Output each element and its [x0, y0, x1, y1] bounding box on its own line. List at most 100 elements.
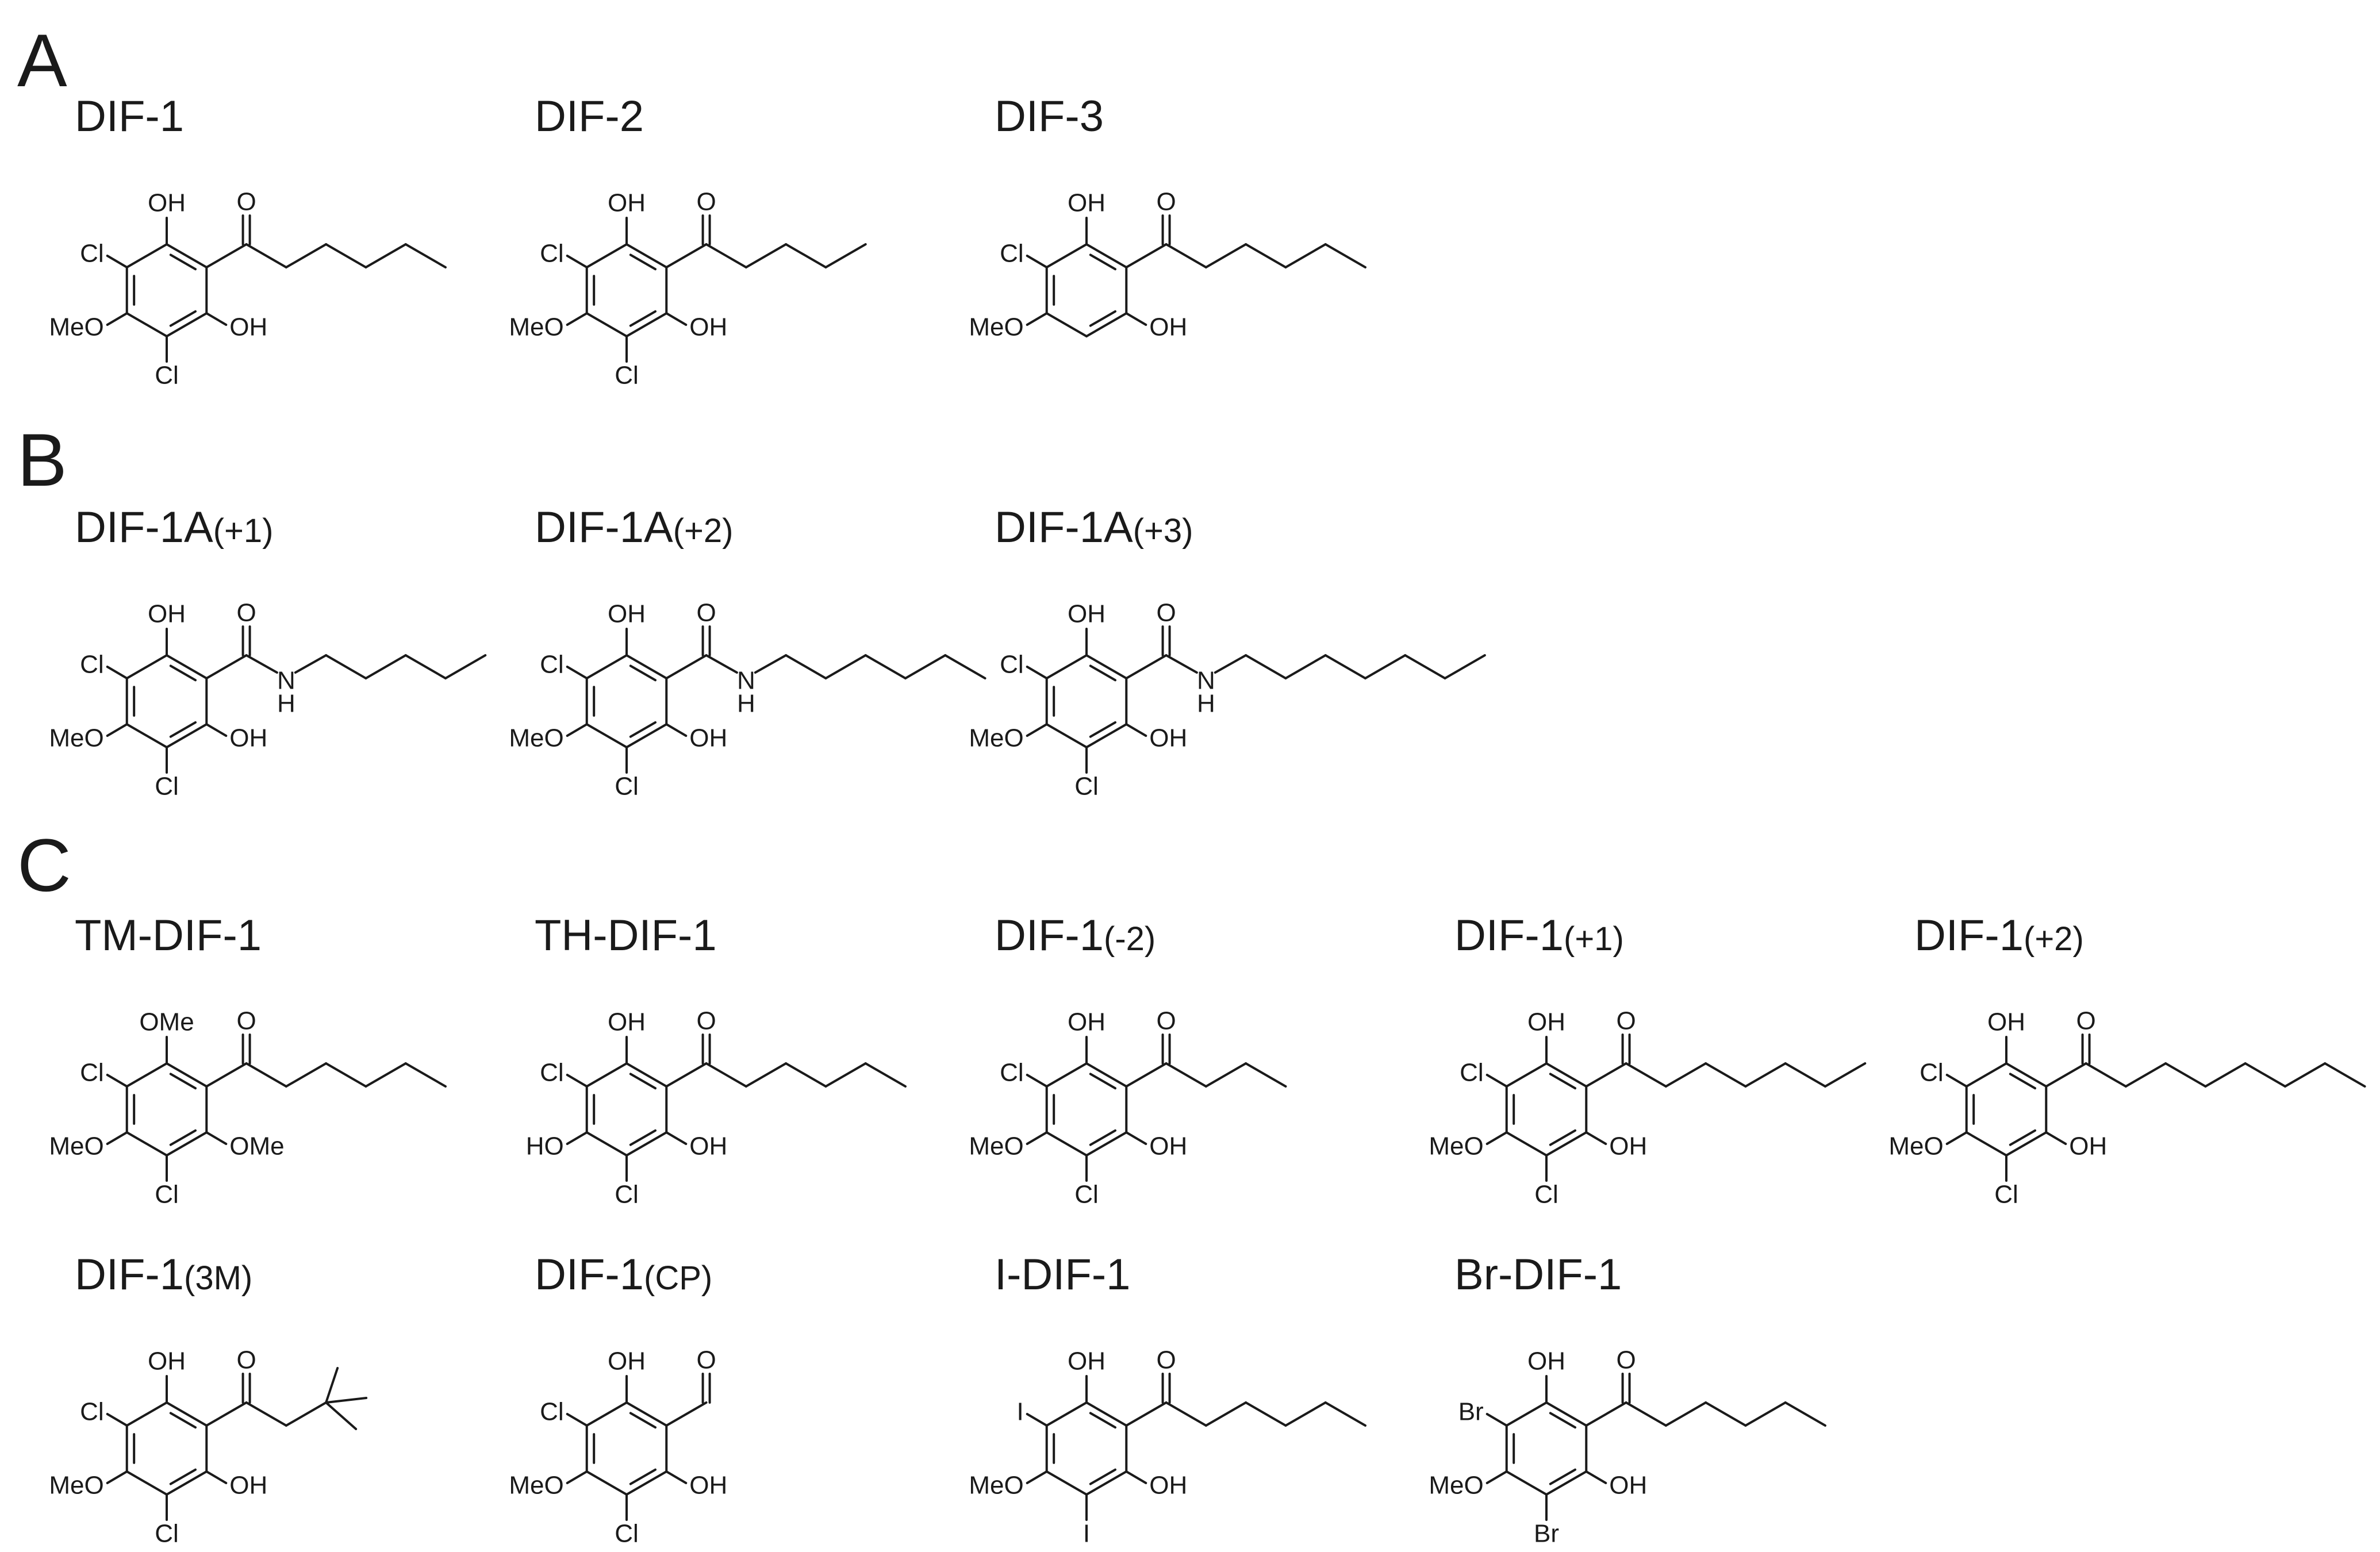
ring-double-bond — [1089, 253, 1116, 271]
compound-name: DIF-3 — [995, 95, 1104, 139]
label-bottom: Cl — [1074, 773, 1099, 801]
ring-double-bond — [1089, 1073, 1116, 1090]
ring-double-bond — [629, 1468, 657, 1485]
label-left-bottom: MeO — [49, 1472, 103, 1500]
substituent-bond — [106, 255, 128, 268]
label-bottom: Cl — [1534, 1181, 1558, 1209]
ring-bond — [125, 1470, 168, 1496]
ring-double-bond — [629, 253, 657, 271]
ring-double-bond — [1089, 721, 1116, 738]
substituent-bond — [1945, 1074, 1968, 1088]
label-carbonyl-oxygen: O — [1156, 188, 1176, 216]
ring-bond — [1965, 1062, 2007, 1088]
compound-name-base: TM-DIF-1 — [75, 911, 262, 960]
chain-bond — [205, 243, 248, 268]
label-bottom: Cl — [615, 362, 639, 390]
compound-name-base: DIF-1 — [995, 911, 1104, 960]
ring-double-bond — [169, 1468, 197, 1485]
ring-double-bond — [1549, 1073, 1576, 1090]
ring-double-bond — [629, 664, 657, 682]
compound-name-base: DIF-1A — [535, 503, 673, 552]
chain-bond — [325, 1062, 367, 1088]
substituent-bond — [106, 1413, 128, 1427]
ring-double-bond — [1089, 664, 1116, 682]
compound-name-suffix: (CP) — [644, 1259, 713, 1297]
ring-bond — [1545, 1062, 1588, 1088]
compound-name: Br-DIF-1 — [1454, 1253, 1622, 1297]
chain-bond — [824, 654, 867, 679]
label-left-bottom: MeO — [969, 724, 1023, 752]
compound-name-base: DIF-1A — [995, 503, 1133, 552]
ring-bond — [1085, 312, 1128, 337]
label-left-top: Br — [1458, 1398, 1484, 1426]
label-left-top: Cl — [540, 1398, 564, 1426]
ring-bond — [585, 723, 628, 748]
label-amide-hydrogen: H — [737, 690, 755, 718]
ring-double-bond — [169, 310, 197, 327]
ring-bond — [1045, 654, 1088, 679]
chain-bond — [1324, 243, 1366, 268]
chain-bond — [1245, 654, 1287, 679]
chain-bond — [1204, 243, 1247, 268]
ring-bond — [585, 1131, 628, 1157]
ring-bond — [166, 1401, 208, 1427]
ring-double-bond — [1089, 1412, 1116, 1429]
ring-bond — [1505, 1470, 1548, 1496]
label-carbonyl-oxygen: O — [696, 188, 716, 216]
ring-bond — [1505, 1401, 1548, 1427]
chain-bond — [1744, 1062, 1787, 1088]
ring-bond — [1045, 1131, 1088, 1157]
compound-name-suffix: (-2) — [1104, 920, 1156, 958]
chain-bond — [1245, 1401, 1287, 1427]
label-top: OH — [148, 1347, 186, 1376]
chain-bond — [1364, 654, 1407, 679]
substituent-bond — [1485, 1413, 1508, 1427]
chain-bond — [1284, 243, 1327, 268]
label-bottom: Br — [1534, 1520, 1559, 1548]
compound-name-suffix: (+1) — [213, 512, 274, 550]
chain-bond — [1204, 1062, 1247, 1088]
ring-bond — [1545, 1470, 1588, 1496]
ring-bond — [166, 1131, 208, 1157]
substituent-bond — [566, 255, 588, 268]
chain-bond — [1284, 1401, 1327, 1427]
compound-name: I-DIF-1 — [995, 1253, 1130, 1297]
chain-bond — [1204, 1401, 1247, 1427]
chain-bond — [1784, 1401, 1826, 1427]
substituent-bond — [205, 312, 228, 326]
chain-bond — [665, 243, 708, 268]
ring-double-bond — [169, 1129, 197, 1146]
chain-bond — [325, 243, 367, 268]
compound-name: DIF-1A(+3) — [995, 506, 1193, 550]
ring-bond — [625, 1470, 668, 1496]
chain-bond — [205, 1062, 248, 1088]
substituent-bond — [1026, 1413, 1048, 1427]
ring-bond — [585, 243, 628, 268]
chain-bond — [705, 243, 747, 268]
ring-double-bond — [1549, 1468, 1576, 1485]
ring-bond — [166, 723, 208, 748]
ring-double-bond — [1549, 1412, 1576, 1429]
label-right-bottom: OMe — [229, 1132, 284, 1161]
label-left-bottom: MeO — [1429, 1472, 1483, 1500]
label-top: OH — [148, 189, 186, 217]
chain-bond — [245, 1401, 287, 1427]
chain-bond — [285, 243, 328, 268]
ring-double-bond — [169, 664, 197, 682]
chain-bond — [1705, 1062, 1747, 1088]
label-left-top: Cl — [540, 240, 564, 268]
ring-double-bond — [629, 1073, 657, 1090]
label-left-bottom: MeO — [1429, 1132, 1483, 1161]
substituent-bond — [566, 723, 588, 737]
chain-bond — [1705, 1401, 1747, 1427]
substituent-bond — [205, 723, 228, 737]
chain-bond — [245, 1062, 287, 1088]
label-bottom: Cl — [615, 773, 639, 801]
ring-bond — [125, 1131, 168, 1157]
substituent-bond — [566, 312, 588, 326]
